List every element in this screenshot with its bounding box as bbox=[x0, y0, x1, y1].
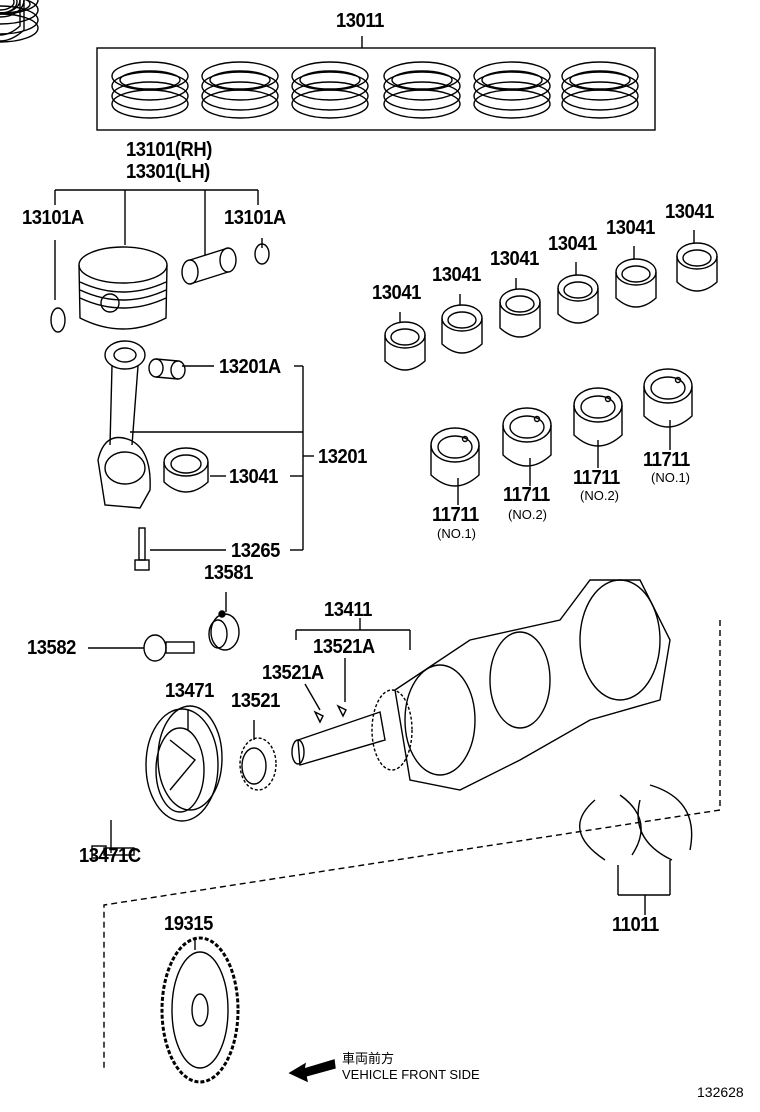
direction-label-en: VEHICLE FRONT SIDE bbox=[342, 1067, 480, 1082]
piston-leaders bbox=[54, 189, 263, 300]
part-number-bearing-upper[interactable]: 13041 bbox=[372, 282, 421, 304]
main-bearing-position: (NO.1) bbox=[437, 526, 476, 541]
snap-ring-right bbox=[254, 243, 270, 265]
main-bearing-position: (NO.2) bbox=[508, 507, 547, 522]
part-number-pulley[interactable]: 13471 bbox=[165, 680, 214, 702]
part-number-main-bearing[interactable]: 11711 bbox=[643, 449, 690, 471]
front-arrow-icon bbox=[288, 1059, 336, 1083]
part-number-snap-left[interactable]: 13101A bbox=[22, 207, 84, 229]
main-bearings bbox=[0, 0, 693, 505]
thrust-washers bbox=[579, 784, 693, 915]
snap-ring-left bbox=[50, 307, 66, 333]
diagram-id: 132628 bbox=[697, 1084, 744, 1100]
main-bearing-position: (NO.2) bbox=[580, 488, 619, 503]
pulley-bolt bbox=[91, 845, 135, 859]
part-number-snap-right[interactable]: 13101A bbox=[224, 207, 286, 229]
dashed-boundary bbox=[103, 620, 721, 1070]
crank-leaders bbox=[295, 618, 411, 711]
piston-pin bbox=[181, 247, 237, 285]
part-number-bearing-upper[interactable]: 13041 bbox=[432, 264, 481, 286]
part-number-crankshaft[interactable]: 13411 bbox=[324, 599, 372, 621]
timing-rotor bbox=[160, 936, 240, 1084]
piston bbox=[78, 246, 168, 330]
crankshaft bbox=[291, 579, 671, 791]
connecting-rod bbox=[97, 340, 151, 509]
part-number-thrust-washer[interactable]: 11011 bbox=[612, 914, 659, 936]
part-number-pulley-bolt[interactable]: 13471C bbox=[79, 845, 141, 867]
part-number-key-a[interactable]: 13521A bbox=[313, 636, 375, 658]
part-number-main-bearing[interactable]: 11711 bbox=[573, 467, 620, 489]
main-bearing-position: (NO.1) bbox=[651, 470, 690, 485]
crank-pulley bbox=[145, 705, 223, 822]
part-number-rod-bearing[interactable]: 13041 bbox=[229, 466, 278, 488]
part-number-bearing-upper[interactable]: 13041 bbox=[606, 217, 655, 239]
direction-label-jp: 車両前方 bbox=[342, 1051, 395, 1066]
part-number-main-bearing[interactable]: 11711 bbox=[432, 504, 479, 526]
rod-leaders bbox=[130, 365, 314, 551]
part-number-main-bearing[interactable]: 11711 bbox=[503, 484, 550, 506]
part-number-key-b[interactable]: 13521A bbox=[262, 662, 324, 684]
rod-bearing bbox=[163, 447, 209, 493]
part-number-13011[interactable]: 13011 bbox=[336, 10, 384, 32]
part-number-bushing[interactable]: 13201A bbox=[219, 356, 281, 378]
piston-ring-set bbox=[0, 0, 656, 131]
part-number-rod-assy[interactable]: 13201 bbox=[318, 446, 367, 468]
rod-bolt bbox=[134, 527, 150, 571]
part-number-front-bolt[interactable]: 13582 bbox=[27, 637, 76, 659]
part-number-piston-lh[interactable]: 13301(LH) bbox=[126, 161, 210, 183]
part-number-rod-bolt[interactable]: 13265 bbox=[231, 540, 280, 562]
part-number-timing-rotor[interactable]: 19315 bbox=[164, 913, 213, 935]
crank-bearings-upper bbox=[0, 0, 718, 371]
part-number-gear[interactable]: 13521 bbox=[231, 690, 280, 712]
part-number-bearing-upper[interactable]: 13041 bbox=[665, 201, 714, 223]
spacer bbox=[208, 610, 240, 651]
crank-bolt bbox=[143, 634, 195, 662]
part-number-bearing-upper[interactable]: 13041 bbox=[490, 248, 539, 270]
timing-gear bbox=[239, 737, 277, 791]
part-number-piston-rh[interactable]: 13101(RH) bbox=[126, 139, 212, 161]
part-number-spacer[interactable]: 13581 bbox=[204, 562, 253, 584]
rod-bushing bbox=[148, 358, 186, 380]
part-number-bearing-upper[interactable]: 13041 bbox=[548, 233, 597, 255]
keys bbox=[313, 704, 347, 724]
